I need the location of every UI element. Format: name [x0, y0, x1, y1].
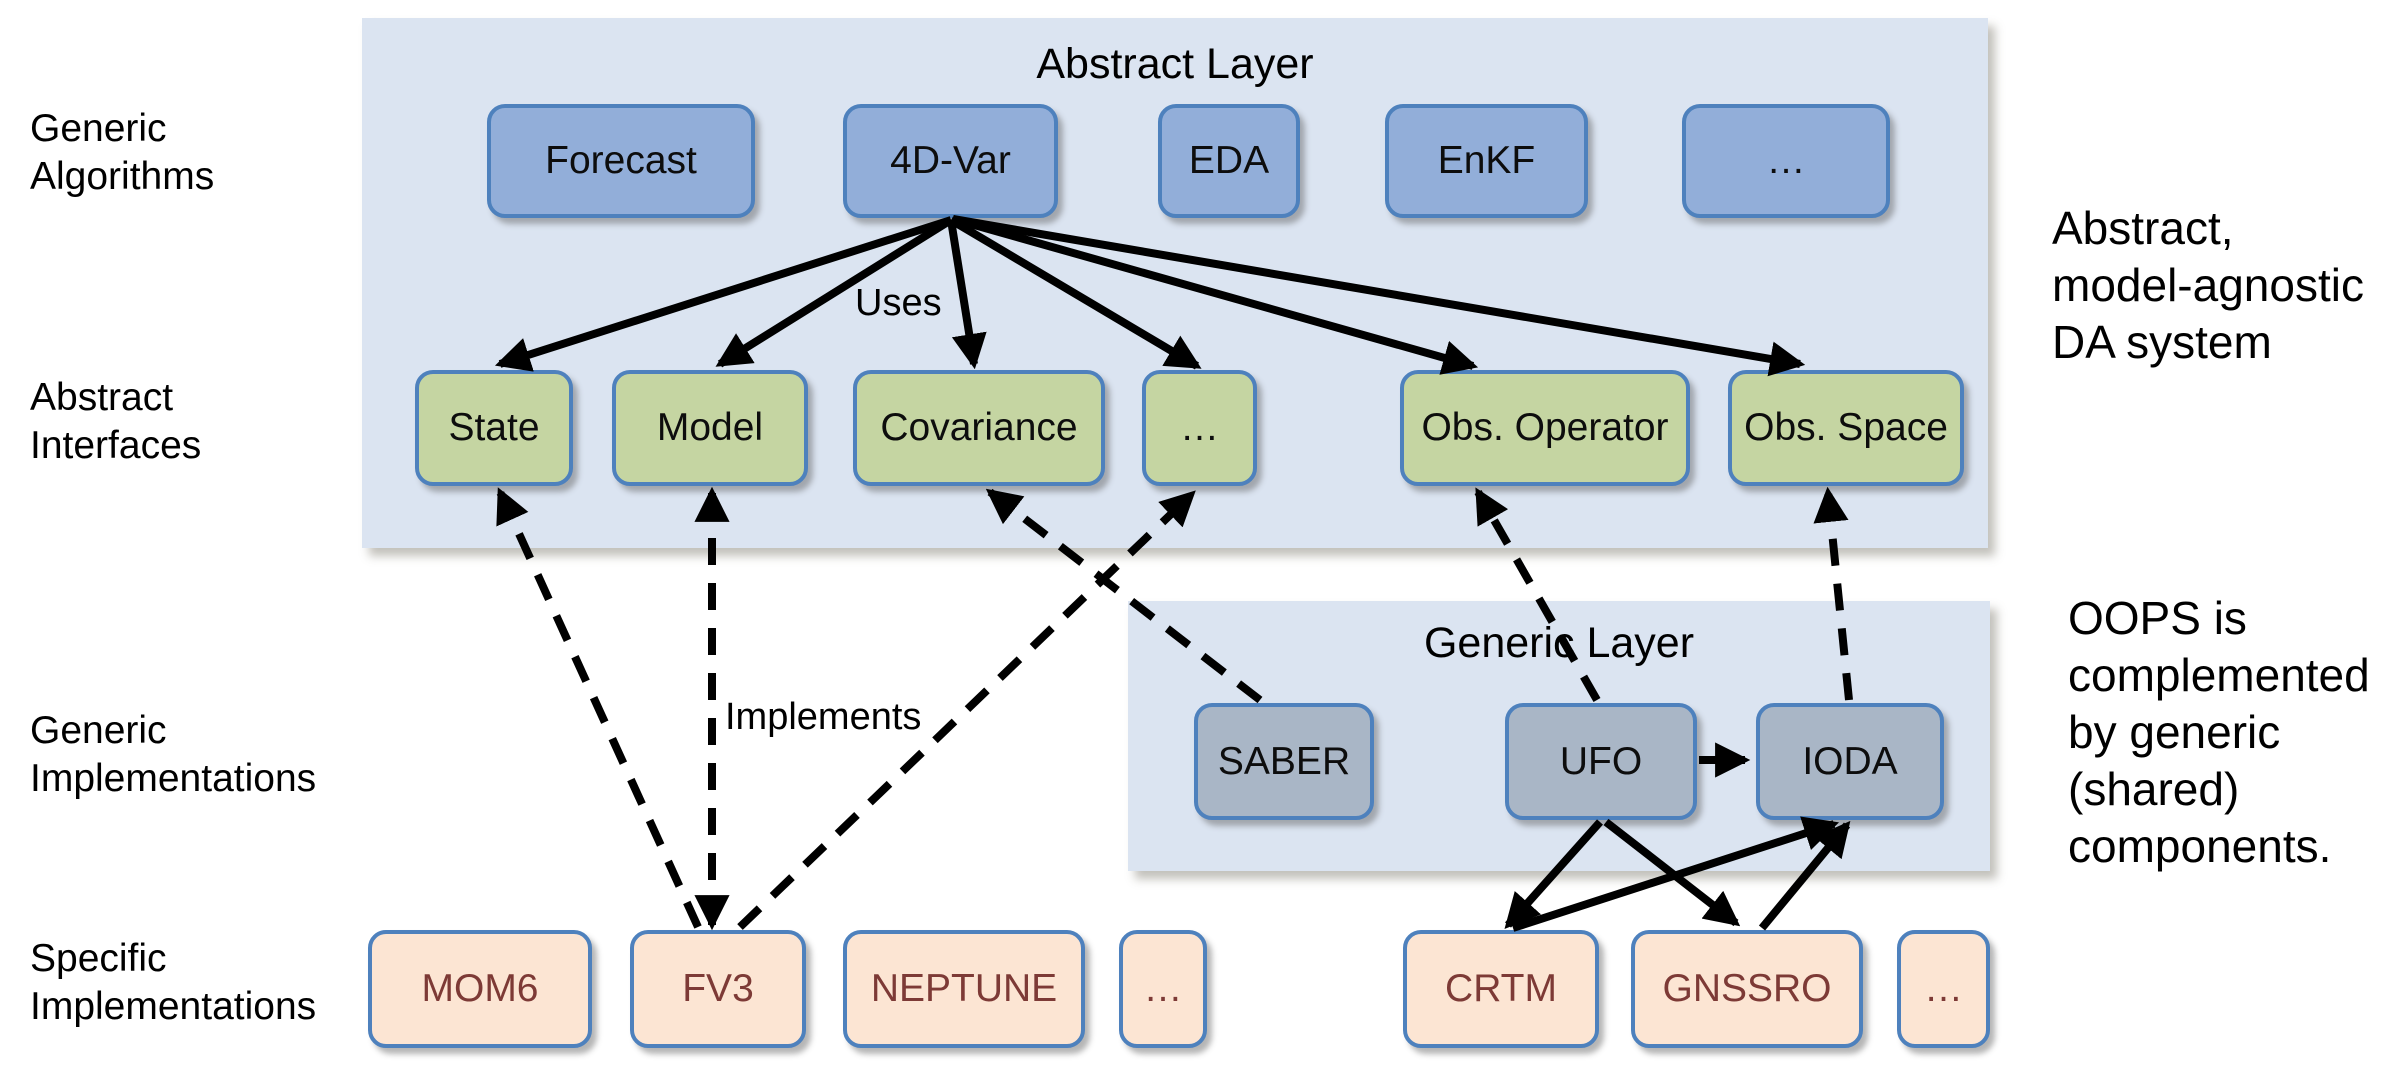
- note-line: DA system: [2052, 316, 2272, 368]
- row-label-line: Implementations: [30, 985, 317, 1028]
- box-obs-operator: Obs. Operator: [1400, 370, 1690, 486]
- box-models-ellipsis: …: [1119, 930, 1207, 1048]
- box-obs-ellipsis: …: [1897, 930, 1990, 1048]
- note-line: Abstract,: [2052, 202, 2234, 254]
- abstract-layer-title: Abstract Layer: [1036, 40, 1314, 88]
- note-line: model-agnostic: [2052, 259, 2364, 311]
- row-label-abstract-interfaces: Abstract Interfaces: [30, 374, 201, 470]
- box-forecast: Forecast: [487, 104, 755, 218]
- box-interfaces-ellipsis: …: [1142, 370, 1257, 486]
- box-gnssro: GNSSRO: [1631, 930, 1863, 1048]
- row-label-line: Algorithms: [30, 155, 215, 198]
- row-label-line: Specific: [30, 937, 167, 980]
- box-obs-space: Obs. Space: [1728, 370, 1964, 486]
- row-label-line: Implementations: [30, 757, 317, 800]
- row-label-generic-implementations: Generic Implementations: [30, 707, 316, 803]
- box-covariance: Covariance: [853, 370, 1105, 486]
- box-enkf: EnKF: [1385, 104, 1588, 218]
- box-ufo: UFO: [1505, 703, 1697, 820]
- box-mom6: MOM6: [368, 930, 592, 1048]
- row-label-line: Generic: [30, 709, 167, 752]
- generic-layer-title: Generic Layer: [1423, 619, 1695, 667]
- row-label-generic-algorithms: Generic Algorithms: [30, 105, 214, 201]
- box-crtm: CRTM: [1403, 930, 1599, 1048]
- note-line: components.: [2068, 820, 2332, 872]
- note-line: complemented: [2068, 649, 2370, 701]
- row-label-specific-implementations: Specific Implementations: [30, 935, 316, 1031]
- implements-label: Implements: [725, 696, 922, 738]
- box-saber: SABER: [1194, 703, 1374, 820]
- box-4d-var: 4D-Var: [843, 104, 1058, 218]
- dashed-arrow-fv3-to-state: [496, 487, 702, 929]
- box-neptune: NEPTUNE: [843, 930, 1085, 1048]
- row-label-line: Generic: [30, 107, 167, 150]
- box-fv3: FV3: [630, 930, 806, 1048]
- note-line: (shared): [2068, 763, 2240, 815]
- box-eda: EDA: [1158, 104, 1300, 218]
- note-line: by generic: [2068, 706, 2281, 758]
- box-ioda: IODA: [1756, 703, 1944, 820]
- oops-note: OOPS is complemented by generic (shared)…: [2068, 590, 2370, 875]
- row-label-line: Interfaces: [30, 424, 202, 467]
- box-model: Model: [612, 370, 808, 486]
- uses-label: Uses: [855, 282, 942, 324]
- box-algorithms-ellipsis: …: [1682, 104, 1890, 218]
- note-line: OOPS is: [2068, 592, 2247, 644]
- row-label-line: Abstract: [30, 376, 174, 419]
- box-state: State: [415, 370, 573, 486]
- abstract-note: Abstract, model-agnostic DA system: [2052, 200, 2364, 371]
